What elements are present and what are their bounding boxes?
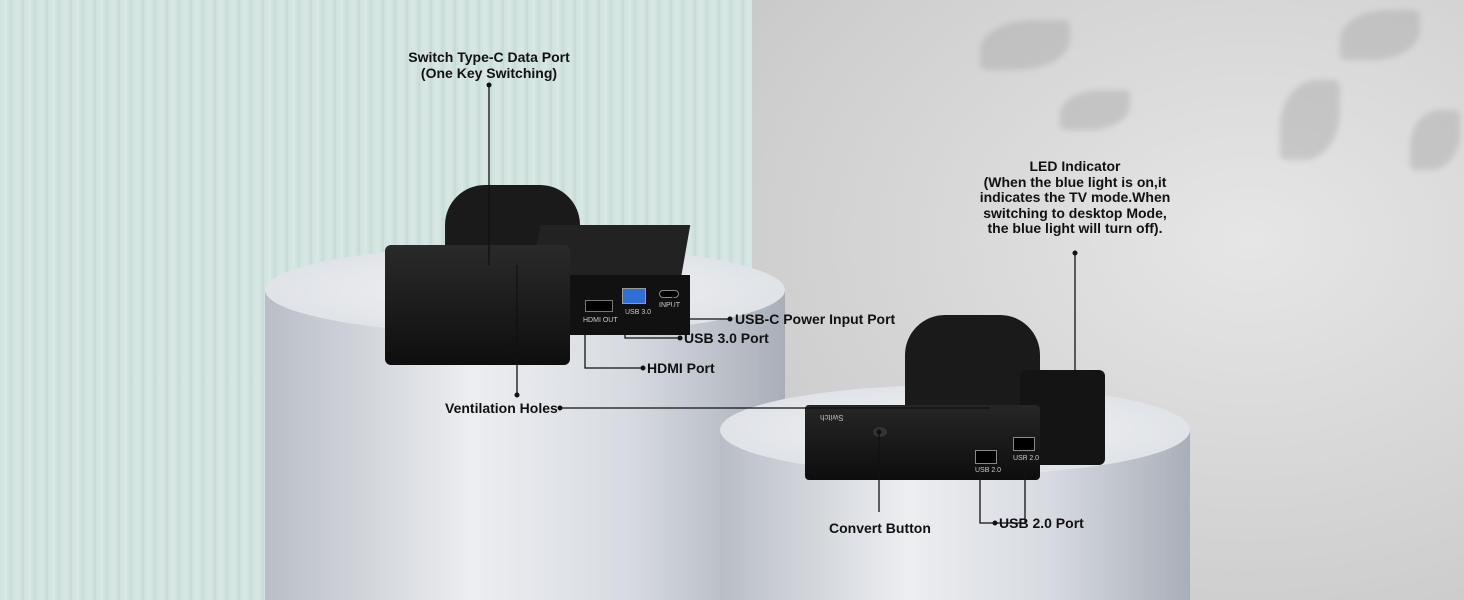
label-type-c-data-port: Switch Type-C Data Port (One Key Switchi… [408, 49, 570, 81]
usb30-port [622, 288, 646, 304]
callout-dot [992, 520, 998, 526]
line-usb-c [672, 295, 730, 320]
dock-body [805, 405, 1040, 480]
callout-dot [727, 316, 733, 322]
label-usb30: USB 3.0 Port [684, 330, 769, 346]
line-hdmi [584, 322, 643, 369]
callout-dot [486, 82, 492, 88]
line-usb30 [624, 310, 680, 339]
input-marking: INPUT [659, 302, 680, 309]
usb20-port [1013, 437, 1035, 451]
usb30-marking: USB 3.0 [625, 309, 652, 316]
callout-dot [876, 429, 882, 435]
usb20-marking: USB 2.0 [1013, 455, 1040, 462]
hdmi-out-marking: HDMI OUT [583, 317, 618, 324]
dock-left: HDMI OUT USB 3.0 INPUT [385, 185, 691, 365]
label-ventilation: Ventilation Holes [445, 400, 558, 416]
line-usb20 [979, 458, 1026, 524]
callout-dot [1072, 250, 1078, 256]
callout-dot [514, 392, 520, 398]
label-led-indicator: LED Indicator (When the blue light is on… [979, 158, 1171, 236]
usb-c-port [659, 290, 679, 298]
callout-dot [677, 335, 683, 341]
dock-right: Switch USB 2.0 USB 2.0 [805, 315, 1105, 485]
label-usb-c-power: USB-C Power Input Port [735, 311, 896, 327]
label-hdmi: HDMI Port [647, 360, 715, 376]
dock-cradle [385, 245, 570, 365]
hdmi-port [585, 300, 613, 312]
label-usb20: USB 2.0 Port [999, 515, 1084, 531]
dock-back-stand [905, 315, 1040, 415]
usb20-port [975, 450, 997, 464]
callout-dot [557, 405, 563, 411]
label-convert-button: Convert Button [829, 520, 931, 536]
callout-dot [640, 365, 646, 371]
usb20-marking: USB 2.0 [975, 467, 1002, 474]
